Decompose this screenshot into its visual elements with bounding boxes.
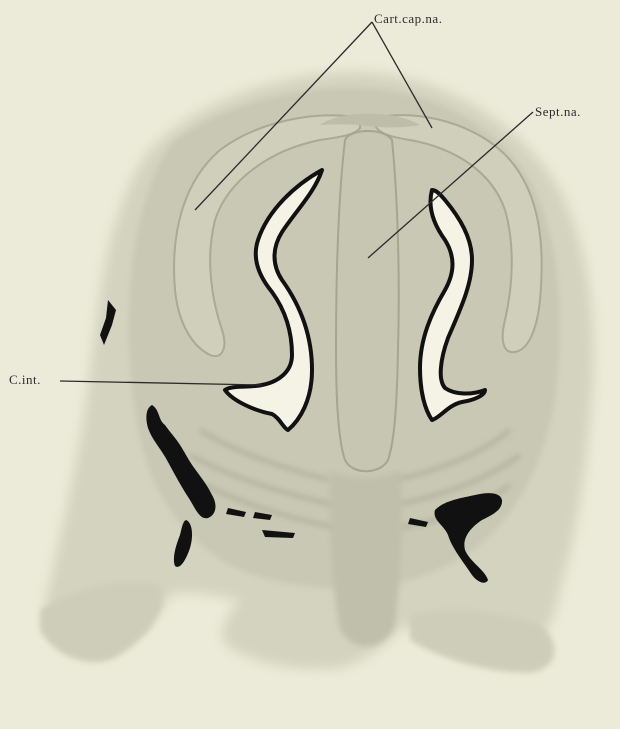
label-cart-cap-na: Cart.cap.na. xyxy=(374,11,442,27)
nasal-septum xyxy=(336,131,399,471)
label-c-int: C.int. xyxy=(9,372,41,388)
label-sept-na: Sept.na. xyxy=(535,104,581,120)
lower-stem xyxy=(329,470,402,646)
